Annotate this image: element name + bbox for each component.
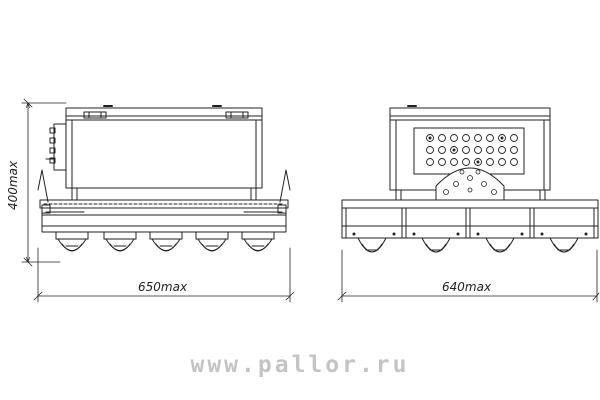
side-hinge-left <box>83 111 107 119</box>
front-wheel <box>549 237 579 253</box>
side-wheel <box>195 231 229 252</box>
side-wheel <box>103 231 137 252</box>
front-pallet-top <box>341 199 599 209</box>
side-handle-right <box>279 169 291 203</box>
front-width-dimension <box>337 249 600 303</box>
side-cabinet-body <box>65 119 263 189</box>
side-view <box>37 105 291 252</box>
side-width-label: 650max <box>138 280 188 294</box>
front-wheel <box>357 237 387 253</box>
side-wheel <box>241 231 275 252</box>
front-lid <box>389 107 551 121</box>
side-wheel <box>55 231 89 252</box>
front-wheel <box>421 237 451 253</box>
front-connectors <box>426 134 518 166</box>
side-wheel <box>149 231 183 252</box>
watermark-text: www.pallor.ru <box>190 352 410 378</box>
front-wheel <box>485 237 515 253</box>
side-handle-left <box>37 169 49 203</box>
front-width-label: 640max <box>442 280 492 294</box>
side-width-dimension <box>33 247 295 303</box>
height-label: 400max <box>6 160 20 210</box>
front-arch-plate <box>435 167 505 201</box>
front-view <box>341 105 599 253</box>
side-hinge-right <box>225 111 249 119</box>
height-dimension <box>21 98 67 267</box>
side-cable-glands <box>45 123 67 171</box>
